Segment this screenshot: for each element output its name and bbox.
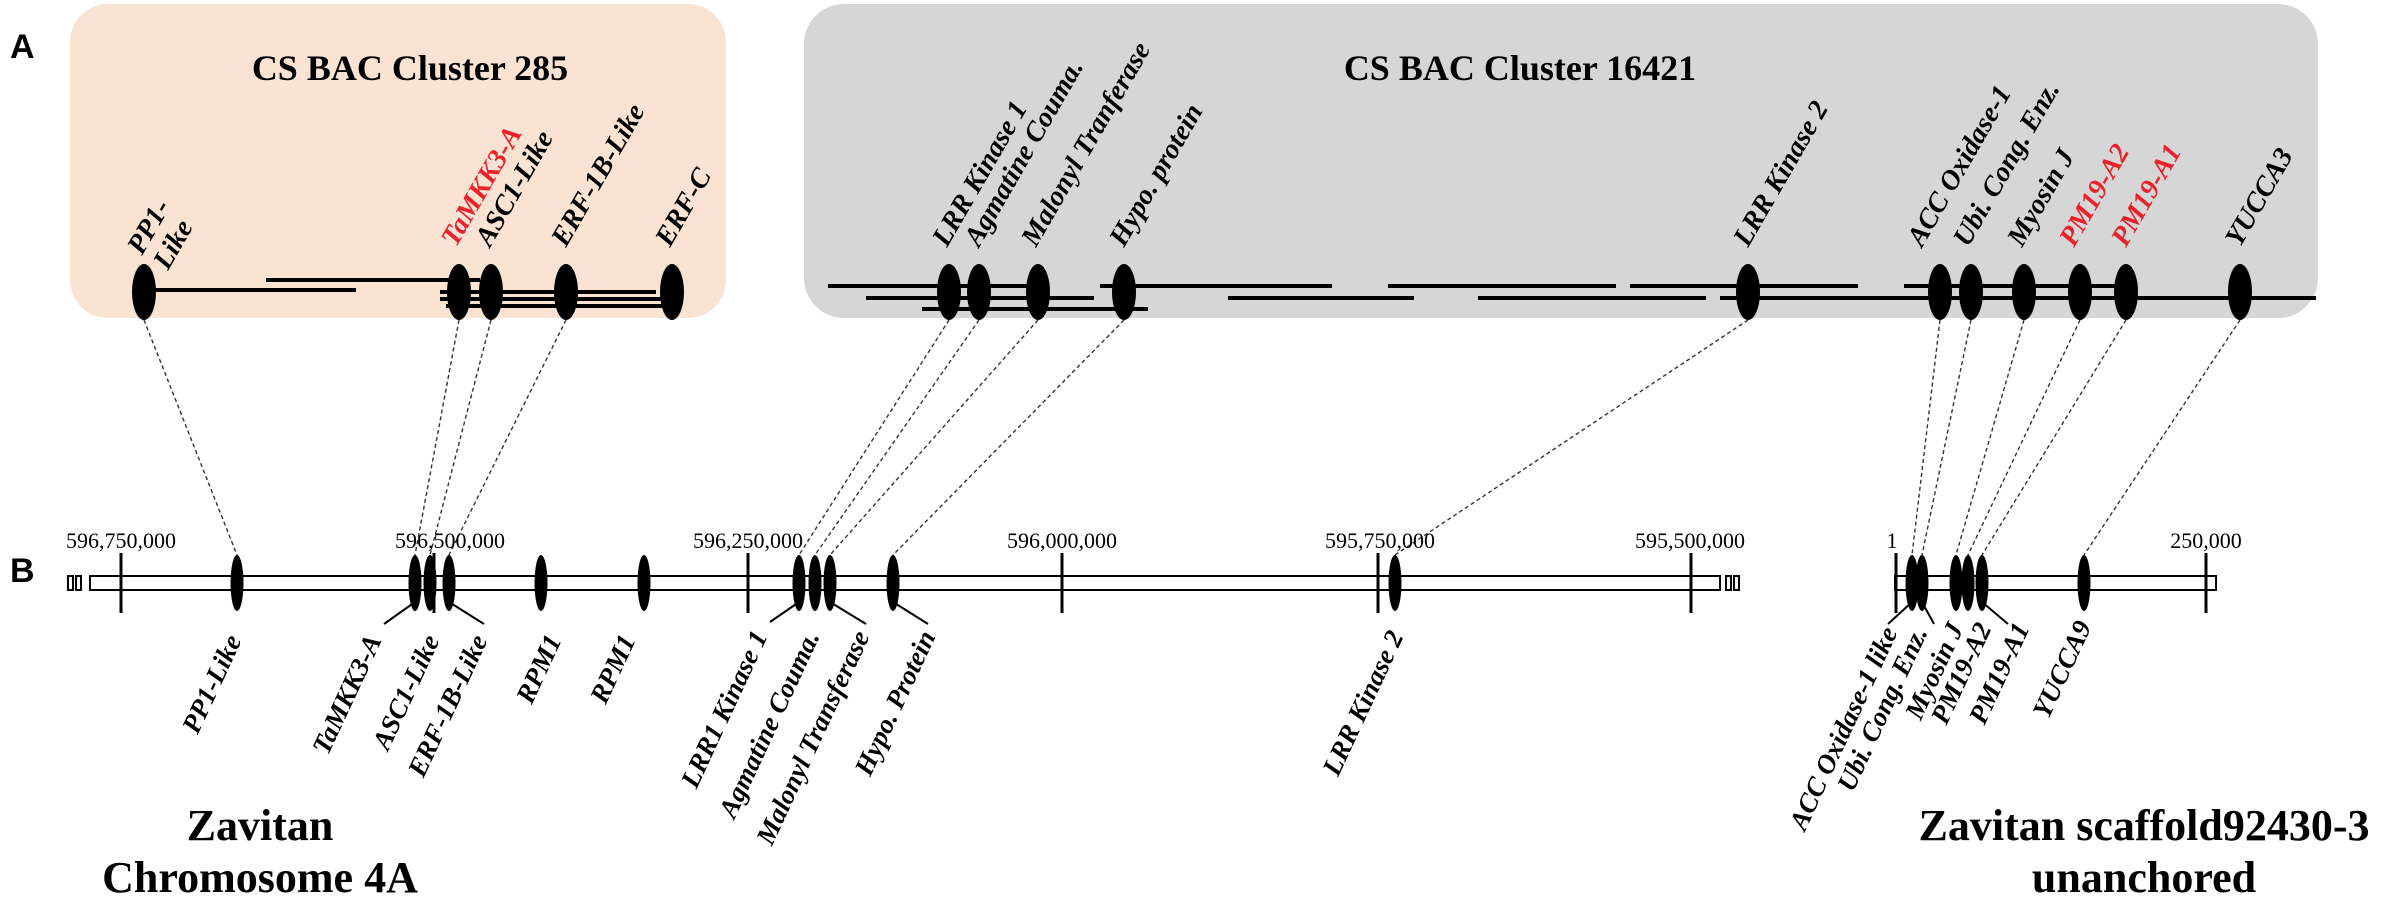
gene-marker-erf-c (660, 264, 684, 320)
gene-marker (1961, 555, 1975, 611)
gene-marker-acc-oxidase-1 (1928, 264, 1952, 320)
gene-label-lrr-kinase-2: LRR Kinase 2 (1316, 626, 1410, 781)
gene-marker (408, 555, 422, 611)
gene-marker (637, 555, 651, 611)
gene-marker (2077, 555, 2091, 611)
chromosome-4a-bar (67, 575, 1740, 591)
panel-b-letter: B (10, 552, 35, 590)
coord-label: 596,000,000 (1007, 528, 1117, 553)
gene-label-rpm1: RPM1 (583, 630, 641, 709)
panel-a-letter: A (10, 28, 35, 66)
gene-marker-pm19-a1 (2114, 264, 2138, 320)
gene-marker (886, 555, 900, 611)
gene-marker (1905, 555, 1919, 611)
gene-marker (1949, 555, 1963, 611)
coord-label: 596,750,000 (66, 528, 176, 553)
coord-label: 1 (1887, 528, 1898, 553)
gene-marker (442, 555, 456, 611)
coord-label: 595,750,000 (1325, 528, 1435, 553)
gene-label-rpm1: RPM1 (509, 630, 567, 709)
panel-a-gene-markers (132, 264, 2252, 320)
gene-marker (808, 555, 822, 611)
cluster-285-box (70, 4, 726, 318)
gene-marker (423, 555, 437, 611)
gene-marker-yucca3 (2228, 264, 2252, 320)
scaffold-gene-markers (1905, 555, 2091, 611)
gene-marker-tamkk3-a (447, 264, 471, 320)
gene-marker-myosin-j (2012, 264, 2036, 320)
gene-label-pp1-like: PP1-Like (175, 630, 247, 739)
scaffold-caption-line1: Zavitan scaffold92430-3 (1919, 801, 2370, 850)
gene-marker-agmatine-couma (967, 264, 991, 320)
chromosome-leaders (383, 601, 929, 625)
gene-label-yucca9: YUCCA9 (2026, 615, 2097, 722)
coord-label: 595,500,000 (1635, 528, 1745, 553)
gene-marker (1915, 555, 1929, 611)
chromosome-gene-markers (230, 555, 1402, 611)
scaffold-caption-line2: unanchored (2032, 853, 2256, 902)
gene-marker-malonyl-tranferase (1026, 264, 1050, 320)
coord-label: 250,000 (2170, 528, 2242, 553)
chromosome-caption-line1: Zavitan (187, 801, 334, 850)
cluster-16421-title: CS BAC Cluster 16421 (1344, 48, 1696, 88)
synteny-connectors (143, 319, 2241, 556)
gene-marker-pp1-like (132, 264, 156, 320)
coord-label: 596,500,000 (395, 528, 505, 553)
gene-marker (230, 555, 244, 611)
chromosome-coordinates: 596,750,000 596,500,000 596,250,000 596,… (66, 528, 1745, 553)
coord-label: 596,250,000 (693, 528, 803, 553)
chromosome-caption-line2: Chromosome 4A (102, 853, 418, 902)
gene-marker (1975, 555, 1989, 611)
gene-marker (534, 555, 548, 611)
gene-marker-lrr-kinase-2 (1736, 264, 1760, 320)
scaffold-leaders (1887, 601, 2009, 625)
scaffold-bar: 1 250,000 (1887, 528, 2242, 613)
gene-marker-pm19-a2 (2068, 264, 2092, 320)
gene-marker (1388, 555, 1402, 611)
gene-marker-ubi-cong-enz (1959, 264, 1983, 320)
gene-marker-lrr-kinase-1 (937, 264, 961, 320)
gene-marker (792, 555, 806, 611)
gene-marker-erf-1b-like (554, 264, 578, 320)
gene-marker-hypo-protein (1112, 264, 1136, 320)
gene-marker-asc1-like (479, 264, 503, 320)
gene-marker (823, 555, 837, 611)
cluster-16421-box (804, 4, 2318, 318)
chromosome-gene-labels: PP1-Like TaMKK3-A ASC1-Like ERF-1B-Like … (175, 626, 1409, 850)
cluster-285-title: CS BAC Cluster 285 (252, 48, 568, 88)
